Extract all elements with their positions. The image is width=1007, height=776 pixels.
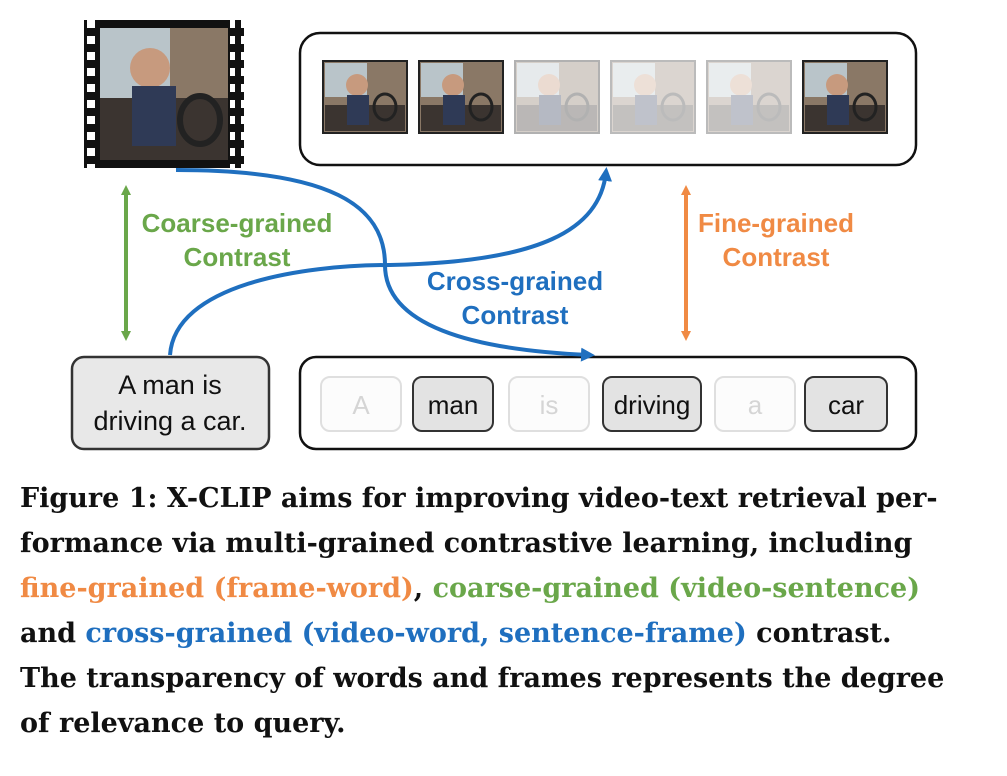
caption-line-3: fine-grained (frame-word), coarse-graine…: [20, 566, 990, 611]
word-token: A: [320, 376, 402, 432]
video-filmstrip: [84, 20, 244, 168]
frame-thumbnail: [802, 60, 888, 134]
word-text: a: [748, 390, 763, 420]
frame-thumbnail: [322, 60, 408, 134]
caption-line-4: and cross-grained (video-word, sentence-…: [20, 611, 990, 656]
caption-line-5: The transparency of words and frames rep…: [20, 663, 945, 694]
frame-thumbnail: [706, 60, 792, 134]
caption-coarse-grained: coarse-grained (video-sentence): [432, 573, 920, 604]
word-token: man: [412, 376, 494, 432]
word-token: driving: [602, 376, 702, 432]
word-token: a: [714, 376, 796, 432]
caption-contrast: contrast.: [746, 618, 892, 649]
fine-label-line-1: Fine-grained: [698, 208, 854, 238]
sentence-line-1: A man is: [118, 370, 222, 400]
frame-thumbnail: [418, 60, 504, 134]
word-text: car: [828, 390, 864, 420]
cross-arrow-sentence-to-frames: [168, 167, 613, 356]
word-text: driving: [614, 390, 691, 420]
caption-comma: ,: [413, 573, 433, 604]
caption-line-2: formance via multi-grained contrastive l…: [20, 528, 913, 559]
sentence-line-2: driving a car.: [93, 406, 246, 436]
caption-cross-grained: cross-grained (video-word, sentence-fram…: [85, 618, 747, 649]
figure-caption: Figure 1: X-CLIP aims for improving vide…: [20, 476, 990, 746]
frame-thumbnail: [514, 60, 600, 134]
coarse-label-line-1: Coarse-grained: [142, 208, 333, 238]
word-text: A: [352, 390, 370, 420]
caption-line-1: Figure 1: X-CLIP aims for improving vide…: [20, 483, 938, 514]
frames-row: [322, 60, 888, 134]
coarse-label-line-2: Contrast: [184, 242, 291, 272]
video-thumbnail: [100, 28, 228, 160]
caption-line-6: of relevance to query.: [20, 708, 346, 739]
caption-and: and: [20, 618, 86, 649]
sentence-box: A man is driving a car.: [70, 355, 271, 451]
fine-label-line-2: Contrast: [723, 242, 830, 272]
cross-label-line-2: Contrast: [462, 300, 569, 330]
frame-thumbnail: [610, 60, 696, 134]
word-text: is: [540, 390, 559, 420]
word-text: man: [428, 390, 479, 420]
cross-label-line-1: Cross-grained: [427, 266, 603, 296]
word-token: car: [804, 376, 888, 432]
caption-fine-grained: fine-grained (frame-word): [20, 573, 414, 604]
word-token: is: [508, 376, 590, 432]
